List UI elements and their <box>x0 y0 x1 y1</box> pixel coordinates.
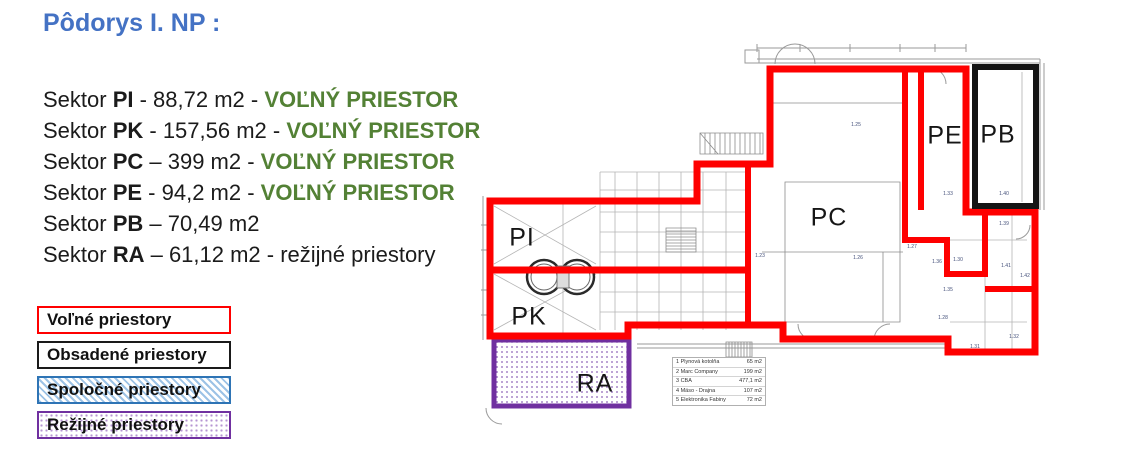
legend-item-free: Voľné priestory <box>37 306 231 334</box>
legend: Voľné priestory Obsadené priestory Spolo… <box>37 306 231 446</box>
legend-item-occupied: Obsadené priestory <box>37 341 231 369</box>
legend-item-shared: Spoločné priestory <box>37 376 231 404</box>
sector-line-pk: Sektor PK - 157,56 m2 - VOĽNÝ PRIESTOR <box>43 118 481 143</box>
sector-list: Sektor PI - 88,72 m2 - VOĽNÝ PRIESTOR Se… <box>43 84 480 270</box>
sector-line-pb: Sektor PB – 70,49 m2 <box>43 211 260 236</box>
free-outline-main <box>486 65 1039 356</box>
free-outline-pc-pe-divider <box>902 71 988 277</box>
page-title: Pôdorys I. NP : <box>43 9 221 37</box>
sector-line-pi: Sektor PI - 88,72 m2 - VOĽNÝ PRIESTOR <box>43 87 459 112</box>
architecture-background <box>481 43 1045 425</box>
legend-item-utility: Režijné priestory <box>37 411 231 439</box>
free-space-outline <box>486 65 1039 356</box>
sector-line-pe: Sektor PE - 94,2 m2 - VOĽNÝ PRIESTOR <box>43 180 455 205</box>
architecture-room-grid <box>493 102 1027 358</box>
sector-pb-outline <box>972 64 1039 209</box>
sector-line-ra: Sektor RA – 61,12 m2 - režijné priestory <box>43 242 436 267</box>
sector-line-pc: Sektor PC – 399 m2 - VOĽNÝ PRIESTOR <box>43 149 455 174</box>
revolving-door <box>525 258 596 296</box>
sector-ra-outline <box>491 337 632 409</box>
